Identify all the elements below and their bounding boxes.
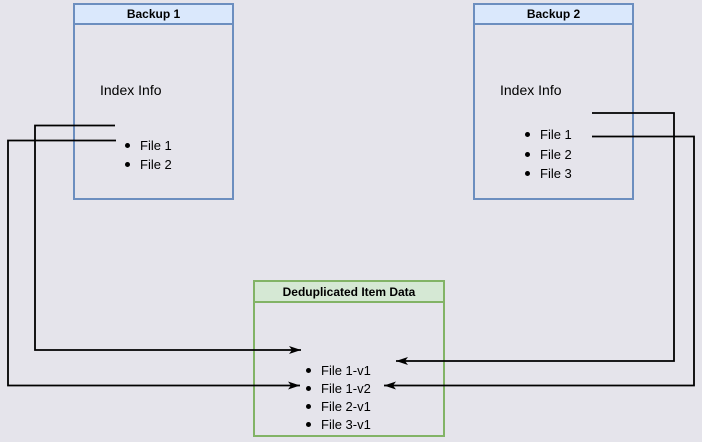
file-label: File 1 xyxy=(140,138,172,153)
list-item: File 2 xyxy=(525,145,572,165)
list-item: File 2-v1 xyxy=(306,397,371,415)
list-item: File 3-v1 xyxy=(306,415,371,433)
file-version-label: File 3-v1 xyxy=(321,416,371,432)
backup-1-index-info-label: Index Info xyxy=(100,82,162,98)
file-label: File 2 xyxy=(540,146,572,162)
bullet-icon xyxy=(525,171,530,177)
deduplicated-item-list: File 1-v1 File 1-v2 File 2-v1 File 3-v1 xyxy=(306,361,371,433)
deduplicated-item-data-box: Deduplicated Item Data File 1-v1 File 1-… xyxy=(253,280,445,437)
bullet-icon xyxy=(525,132,530,138)
file-version-label: File 2-v1 xyxy=(321,398,371,414)
list-item: File 1 xyxy=(525,125,572,145)
bullet-icon xyxy=(125,143,130,148)
backup-1-file-list: File 1 File 2 xyxy=(125,136,172,174)
file-version-label: File 1-v2 xyxy=(321,380,371,396)
file-label: File 3 xyxy=(540,166,572,182)
backup-1-box: Backup 1 Index Info File 1 File 2 xyxy=(73,3,234,200)
bullet-icon xyxy=(525,151,530,157)
file-version-label: File 1-v1 xyxy=(321,362,371,378)
bullet-icon xyxy=(306,421,311,427)
list-item: File 1-v1 xyxy=(306,361,371,379)
file-label: File 2 xyxy=(140,157,172,172)
file-label: File 1 xyxy=(540,127,572,143)
list-item: File 1-v2 xyxy=(306,379,371,397)
backup-2-index-info-label: Index Info xyxy=(500,82,562,98)
deduplicated-item-data-title: Deduplicated Item Data xyxy=(255,282,443,303)
list-item: File 1 xyxy=(125,136,172,155)
bullet-icon xyxy=(306,403,311,409)
backup-1-title: Backup 1 xyxy=(75,5,232,25)
bullet-icon xyxy=(125,162,130,167)
bullet-icon xyxy=(306,385,311,391)
list-item: File 3 xyxy=(525,164,572,184)
backup-2-title: Backup 2 xyxy=(475,5,632,25)
list-item: File 2 xyxy=(125,155,172,174)
bullet-icon xyxy=(306,367,311,373)
backup-2-file-list: File 1 File 2 File 3 xyxy=(525,125,572,184)
backup-2-box: Backup 2 Index Info File 1 File 2 File 3 xyxy=(473,3,634,200)
